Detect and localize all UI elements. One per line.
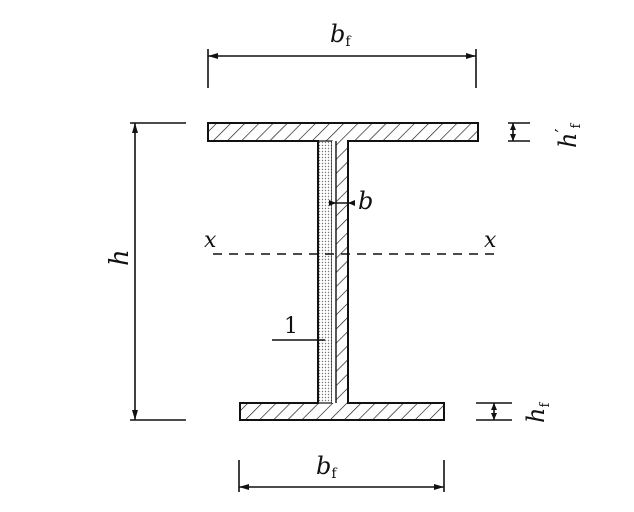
- web-strip: [317, 140, 333, 404]
- top-flange-thickness-subscript: f: [569, 122, 584, 128]
- svg-text:hf: hf: [522, 402, 553, 423]
- web-thickness-dimension: b: [329, 187, 373, 215]
- top-width-subscript: f: [345, 34, 352, 50]
- top-width-label: b: [330, 20, 345, 48]
- axis-label-left: x: [204, 228, 217, 253]
- callout-1-label: 1: [284, 314, 298, 339]
- height-label: h: [105, 249, 135, 266]
- bottom-flange-thickness-dimension: hf: [476, 402, 553, 423]
- height-dimension: h: [105, 122, 186, 421]
- section-fill: [208, 123, 478, 420]
- top-width-dimension: bf: [207, 20, 477, 88]
- svg-text:bf: bf: [316, 452, 338, 482]
- callout-1: 1: [272, 314, 325, 341]
- bottom-width-subscript: f: [331, 466, 338, 482]
- top-flange-thickness-prime: ′: [552, 128, 573, 132]
- bottom-flange-thickness-subscript: f: [538, 402, 553, 408]
- bottom-width-dimension: bf: [238, 452, 445, 492]
- axis-label-right: x: [484, 228, 497, 253]
- section-outline: [207, 122, 479, 421]
- web-thickness-label: b: [358, 187, 373, 215]
- top-flange-thickness-label: h: [554, 133, 582, 148]
- bottom-width-label: b: [316, 452, 331, 480]
- top-flange-thickness-dimension: h′f: [508, 122, 584, 148]
- svg-text:bf: bf: [330, 20, 352, 50]
- bottom-flange-thickness-label: h: [522, 408, 550, 423]
- svg-text:h′f: h′f: [552, 122, 584, 148]
